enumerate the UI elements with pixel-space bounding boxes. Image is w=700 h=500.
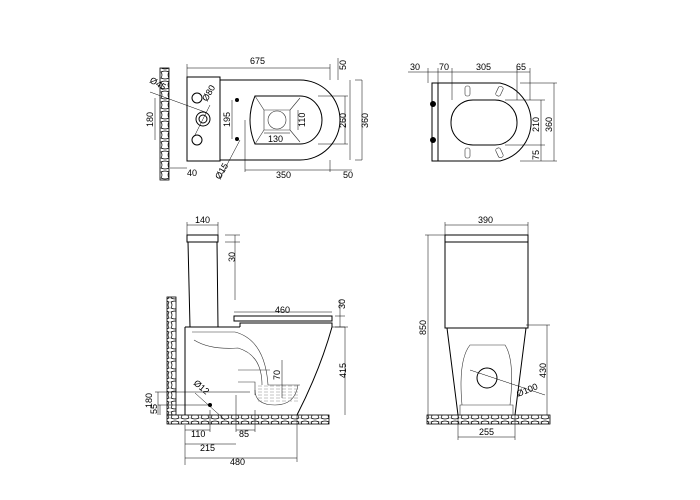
front-elevation-view: 390 850 430 Ø100 255	[418, 215, 551, 440]
top-plan-view: 675 50 360 260 110 130 195 180 Ø45 Ø80 4…	[145, 56, 370, 181]
flush-valve-icon	[195, 111, 211, 127]
dim-opening-width: 210	[531, 117, 541, 132]
dim-wall-gap: 40	[187, 168, 197, 178]
dim-lid-height: 30	[227, 252, 237, 262]
dim-overall-height: 850	[418, 320, 428, 335]
bolt-hole	[235, 137, 239, 141]
dim-hinge-depth: 30	[410, 62, 420, 72]
dim-base-width: 255	[479, 427, 494, 437]
dim-front-offset: 50	[343, 170, 353, 180]
tank-lid	[444, 234, 529, 243]
dim-overall-length: 675	[250, 56, 265, 66]
bowl-outline	[220, 79, 341, 161]
dim-inner-width: 260	[338, 113, 348, 128]
hinge-block	[431, 82, 439, 162]
dim-opening-length: 130	[268, 134, 283, 144]
dim-overall-width: 390	[478, 215, 493, 225]
dim-front-rim: 65	[516, 62, 526, 72]
tank-side	[187, 241, 219, 328]
dim-outlet-center: 215	[200, 443, 215, 453]
dim-bowl-height: 415	[338, 363, 348, 378]
tank-outline	[186, 76, 221, 162]
inlet-icon	[191, 92, 203, 104]
outlet-icon	[476, 367, 498, 389]
dim-overall-width: 360	[360, 113, 370, 128]
dim-opening-length: 305	[476, 62, 491, 72]
seat-opening	[450, 99, 518, 146]
dim-water-depth: 70	[272, 370, 282, 380]
dim-bowl-height: 430	[538, 363, 548, 378]
dim-outlet-width: 85	[239, 429, 249, 439]
dim-outlet-height: 180	[144, 393, 154, 408]
dim-seat-length: 460	[275, 305, 290, 315]
floor-hatch	[166, 414, 330, 425]
wall-hatch	[166, 296, 177, 416]
floor-hatch	[426, 414, 551, 425]
wall-hatch	[159, 67, 170, 181]
seat-plan-view: 30 70 305 65 210 360 75	[408, 62, 557, 162]
dim-overall-depth: 480	[230, 457, 245, 467]
bolt-hole	[235, 98, 239, 102]
dim-bolt-height: 55	[149, 404, 159, 414]
dim-hinge-offset: 70	[439, 62, 449, 72]
seat-outline	[437, 82, 532, 162]
dim-inlet-spacing: 180	[145, 112, 155, 127]
dim-bolt-spacing: 195	[222, 112, 232, 127]
seat-side	[233, 315, 333, 322]
bowl-side	[184, 322, 333, 416]
dim-tank-depth: 140	[195, 215, 210, 225]
dim-flush-diameter: Ø80	[200, 83, 217, 103]
dim-overall-width: 360	[544, 117, 554, 132]
dim-side-rim: 75	[531, 150, 541, 160]
water-level	[256, 385, 298, 403]
dim-bolt-offset: 110	[191, 429, 205, 439]
dim-top-offset: 50	[338, 60, 348, 70]
dim-bolt-diameter: Ø12	[192, 378, 211, 397]
dim-bowl-length: 350	[276, 170, 291, 180]
tank-front	[444, 241, 529, 329]
dim-opening-width: 110	[297, 113, 307, 127]
side-elevation-view: 140 30 460 30 415 70 Ø12 180 55 110 85 2…	[144, 215, 348, 467]
bowl-rim	[249, 95, 323, 145]
bowl-front	[446, 327, 527, 416]
dim-bolt-diameter: Ø15	[213, 161, 230, 181]
dim-seat-thickness: 30	[337, 299, 347, 309]
tank-lid	[186, 234, 219, 243]
